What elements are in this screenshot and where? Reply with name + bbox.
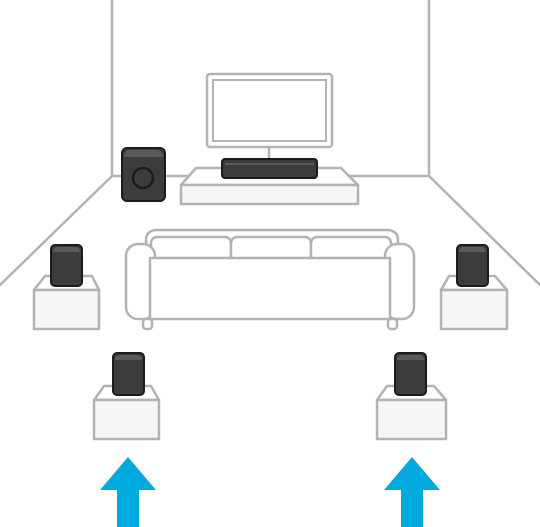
- speaker-top: [115, 355, 142, 360]
- stand-front: [92, 398, 161, 441]
- soundbar-body: [221, 158, 318, 179]
- speaker-top: [397, 355, 424, 360]
- stand-front: [375, 398, 448, 441]
- front-right-speaker: [456, 244, 489, 287]
- stand-front: [32, 288, 101, 331]
- soundbar: [221, 158, 318, 179]
- subwoofer-top: [124, 150, 163, 157]
- rear-right-speaker: [394, 352, 427, 396]
- arrow-up-icon: [100, 457, 156, 527]
- stand-front: [439, 288, 509, 331]
- subwoofer-driver: [131, 166, 155, 190]
- tv: [205, 72, 334, 158]
- rear-left-speaker: [112, 352, 145, 396]
- arrow-up-icon: [384, 457, 440, 527]
- sofa-seat: [148, 256, 392, 321]
- speaker-body: [112, 352, 145, 396]
- tv-bench: [179, 166, 360, 206]
- speaker-top: [53, 247, 80, 252]
- front-left-speaker: [50, 244, 83, 287]
- left-floor-edge: [0, 174, 114, 287]
- subwoofer: [121, 147, 166, 202]
- speaker-body: [394, 352, 427, 396]
- sofa: [124, 228, 416, 331]
- tv-bench-front: [179, 183, 360, 206]
- right-floor-edge: [427, 174, 540, 287]
- speaker-body: [50, 244, 83, 287]
- tv-frame: [205, 72, 334, 149]
- speaker-body: [456, 244, 489, 287]
- speaker-top: [459, 247, 486, 252]
- sofa-leg-right: [386, 317, 399, 331]
- tv-screen: [212, 79, 327, 142]
- sofa-leg-left: [141, 317, 154, 331]
